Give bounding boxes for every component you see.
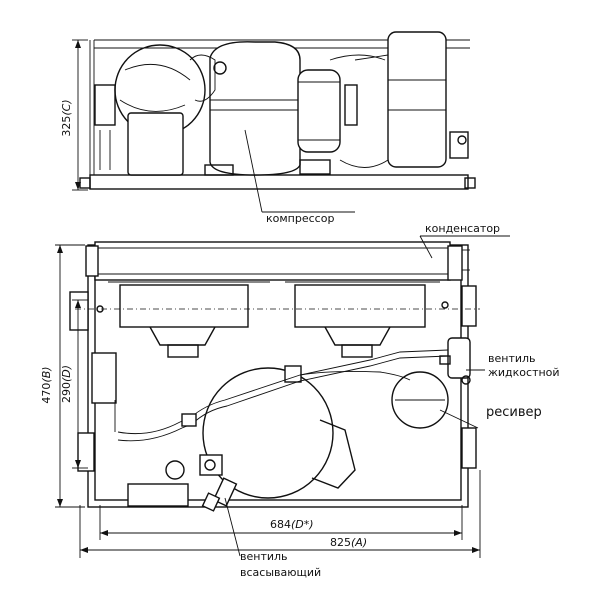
- bracket-left-top: [69, 291, 89, 331]
- condenser-top: [85, 241, 470, 281]
- fan-right-top: [285, 281, 449, 358]
- bracket-right: [461, 427, 477, 469]
- dim-lines-top: [55, 244, 481, 558]
- receiver-side: [297, 54, 386, 153]
- height-dimension-side: [72, 39, 88, 191]
- bracket-left: [77, 432, 95, 472]
- compressor-top: [199, 365, 356, 499]
- side-view: 325(C) компрессор: [60, 31, 476, 225]
- dim-width-mount: 684(D*): [270, 518, 314, 531]
- label-condenser: конденсатор: [425, 222, 500, 235]
- label-suction-valve-2: всасывающий: [240, 566, 321, 579]
- electrical-panel-top: [91, 352, 117, 404]
- label-receiver: ресивер: [486, 405, 542, 420]
- label-liquid-valve-2: жидкостной: [488, 366, 560, 379]
- liquid-valve-top: [439, 337, 471, 385]
- dim-depth-mount: 290(D): [60, 365, 73, 403]
- electrical-box-side: [127, 112, 184, 176]
- dim-width-total: 825(A): [330, 536, 367, 549]
- top-view: [69, 235, 510, 557]
- dim-height-side: 325(C): [60, 99, 73, 136]
- filter: [165, 460, 185, 480]
- dim-depth-total: 470(B): [40, 366, 53, 403]
- label-suction-valve-1: вентиль: [240, 550, 288, 563]
- fan-left-top: [96, 281, 270, 358]
- pipe-fitting: [181, 413, 197, 427]
- suction-valve-top: [201, 477, 238, 512]
- bracket-right-top: [461, 285, 477, 327]
- base-plate: [127, 483, 189, 507]
- condenser-side: [387, 31, 469, 168]
- label-compressor: компрессор: [266, 212, 334, 225]
- label-liquid-valve-1: вентиль: [488, 352, 536, 365]
- receiver-top: [391, 371, 449, 429]
